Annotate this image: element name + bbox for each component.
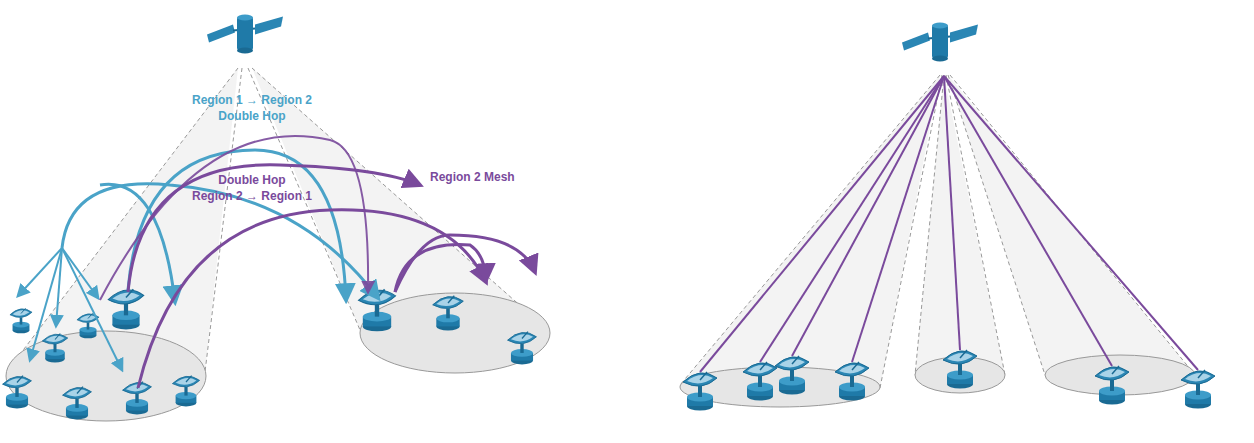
- vsat-dish: [3, 289, 537, 419]
- satellite: [207, 15, 283, 54]
- mesh-arc: [100, 136, 535, 388]
- double-hop-arc: [18, 150, 378, 370]
- beam-cone: [680, 75, 1195, 407]
- route-label: Region 1 → Region 2: [192, 93, 312, 107]
- vsat-dish: [683, 350, 1215, 411]
- satellite: [902, 23, 978, 62]
- route-label: Region 2 → Region 1: [192, 189, 312, 203]
- hop-label: Double Hop: [218, 173, 285, 187]
- star-link: [700, 76, 1198, 372]
- hop-label: Double Hop: [218, 109, 285, 123]
- mesh-label: Region 2 Mesh: [430, 170, 515, 184]
- beam-cone: [6, 68, 550, 421]
